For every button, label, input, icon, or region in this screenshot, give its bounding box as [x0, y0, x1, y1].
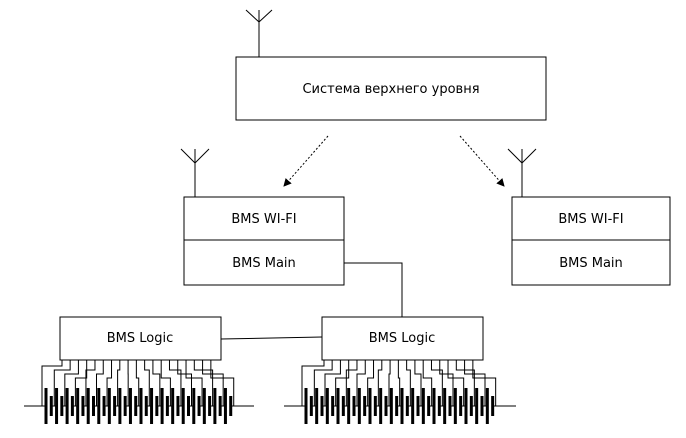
right-main-label: BMS Main: [559, 256, 623, 271]
battery-cell-icon: [368, 388, 377, 424]
battery-cell-icon: [475, 388, 484, 424]
battery-cell-icon: [181, 388, 190, 424]
battery-cell-icon: [400, 388, 409, 424]
battery-cell-icon: [44, 388, 53, 424]
sense-wire: [324, 360, 341, 406]
sense-wire: [177, 360, 192, 406]
sense-wire: [464, 360, 486, 406]
sense-wire: [53, 360, 71, 406]
sense-wire: [367, 360, 375, 406]
battery-cell-icon: [118, 388, 127, 424]
left-main-label: BMS Main: [232, 256, 296, 271]
right-bms-unit: BMS WI-FI BMS Main: [511, 196, 671, 286]
main-to-logic-wire: [344, 262, 403, 317]
sense-wire: [406, 360, 411, 406]
battery-cell-icon: [325, 388, 335, 424]
sense-wire: [447, 360, 465, 406]
battery-cell-icon: [464, 388, 473, 424]
battery-cell-icon: [150, 388, 159, 424]
battery-cell-icon: [55, 388, 64, 424]
sense-wire: [117, 360, 121, 406]
sense-wire: [106, 360, 113, 406]
battery-cell-icon: [86, 388, 95, 424]
battery-cell-icon: [160, 388, 169, 424]
battery-cell-icon: [389, 388, 399, 424]
battery-cell-icon: [171, 388, 180, 424]
antenna-icon-top: [245, 9, 273, 57]
sense-wire: [313, 360, 333, 406]
sense-wire: [335, 360, 350, 406]
battery-cell-icon: [107, 388, 117, 424]
battery-cell-icon: [421, 388, 431, 424]
battery-cell-icon: [223, 388, 233, 424]
sense-wire: [152, 360, 161, 406]
left-battery-string: [24, 360, 254, 424]
battery-cell-icon: [213, 388, 222, 424]
left-bms-logic: BMS Logic: [59, 316, 222, 361]
battery-cell-icon: [453, 388, 463, 424]
battery-cell-icon: [304, 388, 313, 424]
logic-interconnect-wire: [220, 336, 323, 340]
sense-wire: [85, 360, 96, 406]
sense-wire: [64, 360, 79, 406]
sense-wire: [168, 360, 182, 406]
sense-wire: [41, 360, 63, 406]
left-logic-label: BMS Logic: [107, 331, 174, 346]
antenna-icon-right: [507, 148, 537, 197]
sense-wire: [301, 360, 325, 406]
sense-wire: [356, 360, 366, 406]
right-wifi-label: BMS WI-FI: [558, 212, 623, 227]
battery-cell-icon: [336, 388, 345, 424]
right-battery-string: [284, 360, 516, 424]
battery-cell-icon: [432, 388, 441, 424]
battery-cell-icon: [65, 388, 74, 424]
sense-wire: [388, 360, 391, 406]
battery-cell-icon: [379, 388, 388, 424]
battery-cell-icon: [315, 388, 324, 424]
sense-wire: [422, 360, 433, 406]
sense-wire: [414, 360, 422, 406]
sense-wire: [377, 360, 383, 406]
sense-wire: [345, 360, 358, 406]
battery-cell-icon: [347, 388, 356, 424]
right-bms-logic: BMS Logic: [321, 316, 484, 361]
sense-wire: [210, 360, 235, 406]
sense-wire: [397, 360, 401, 406]
battery-cell-icon: [485, 388, 495, 424]
antenna-icon-left: [180, 148, 210, 197]
sense-wire: [472, 360, 497, 406]
sense-wire: [193, 360, 214, 406]
battery-cell-icon: [357, 388, 367, 424]
battery-cell-icon: [76, 388, 85, 424]
battery-cell-icon: [192, 388, 201, 424]
sense-wire: [135, 360, 140, 406]
sense-wire: [185, 360, 203, 406]
battery-cell-icon: [128, 388, 138, 424]
top-level-system: Система верхнего уровня: [235, 56, 547, 121]
battery-cell-icon: [97, 388, 106, 424]
right-logic-label: BMS Logic: [369, 331, 436, 346]
sense-wire: [439, 360, 454, 406]
arrow-icon-to-left-unit: [283, 135, 329, 187]
battery-cell-icon: [202, 388, 212, 424]
sense-wire: [160, 360, 171, 406]
top-level-system-label: Система верхнего уровня: [302, 82, 479, 97]
sense-wire: [74, 360, 88, 406]
battery-cell-icon: [443, 388, 452, 424]
left-bms-unit: BMS WI-FI BMS Main: [183, 196, 345, 286]
sense-wire: [430, 360, 443, 406]
battery-cell-icon: [139, 388, 148, 424]
battery-cell-icon: [411, 388, 420, 424]
sense-wire: [202, 360, 224, 406]
arrow-icon-to-right-unit: [459, 135, 505, 187]
sense-wire: [96, 360, 104, 406]
left-wifi-label: BMS WI-FI: [231, 212, 296, 227]
sense-wire: [144, 360, 150, 406]
sense-wire: [455, 360, 475, 406]
